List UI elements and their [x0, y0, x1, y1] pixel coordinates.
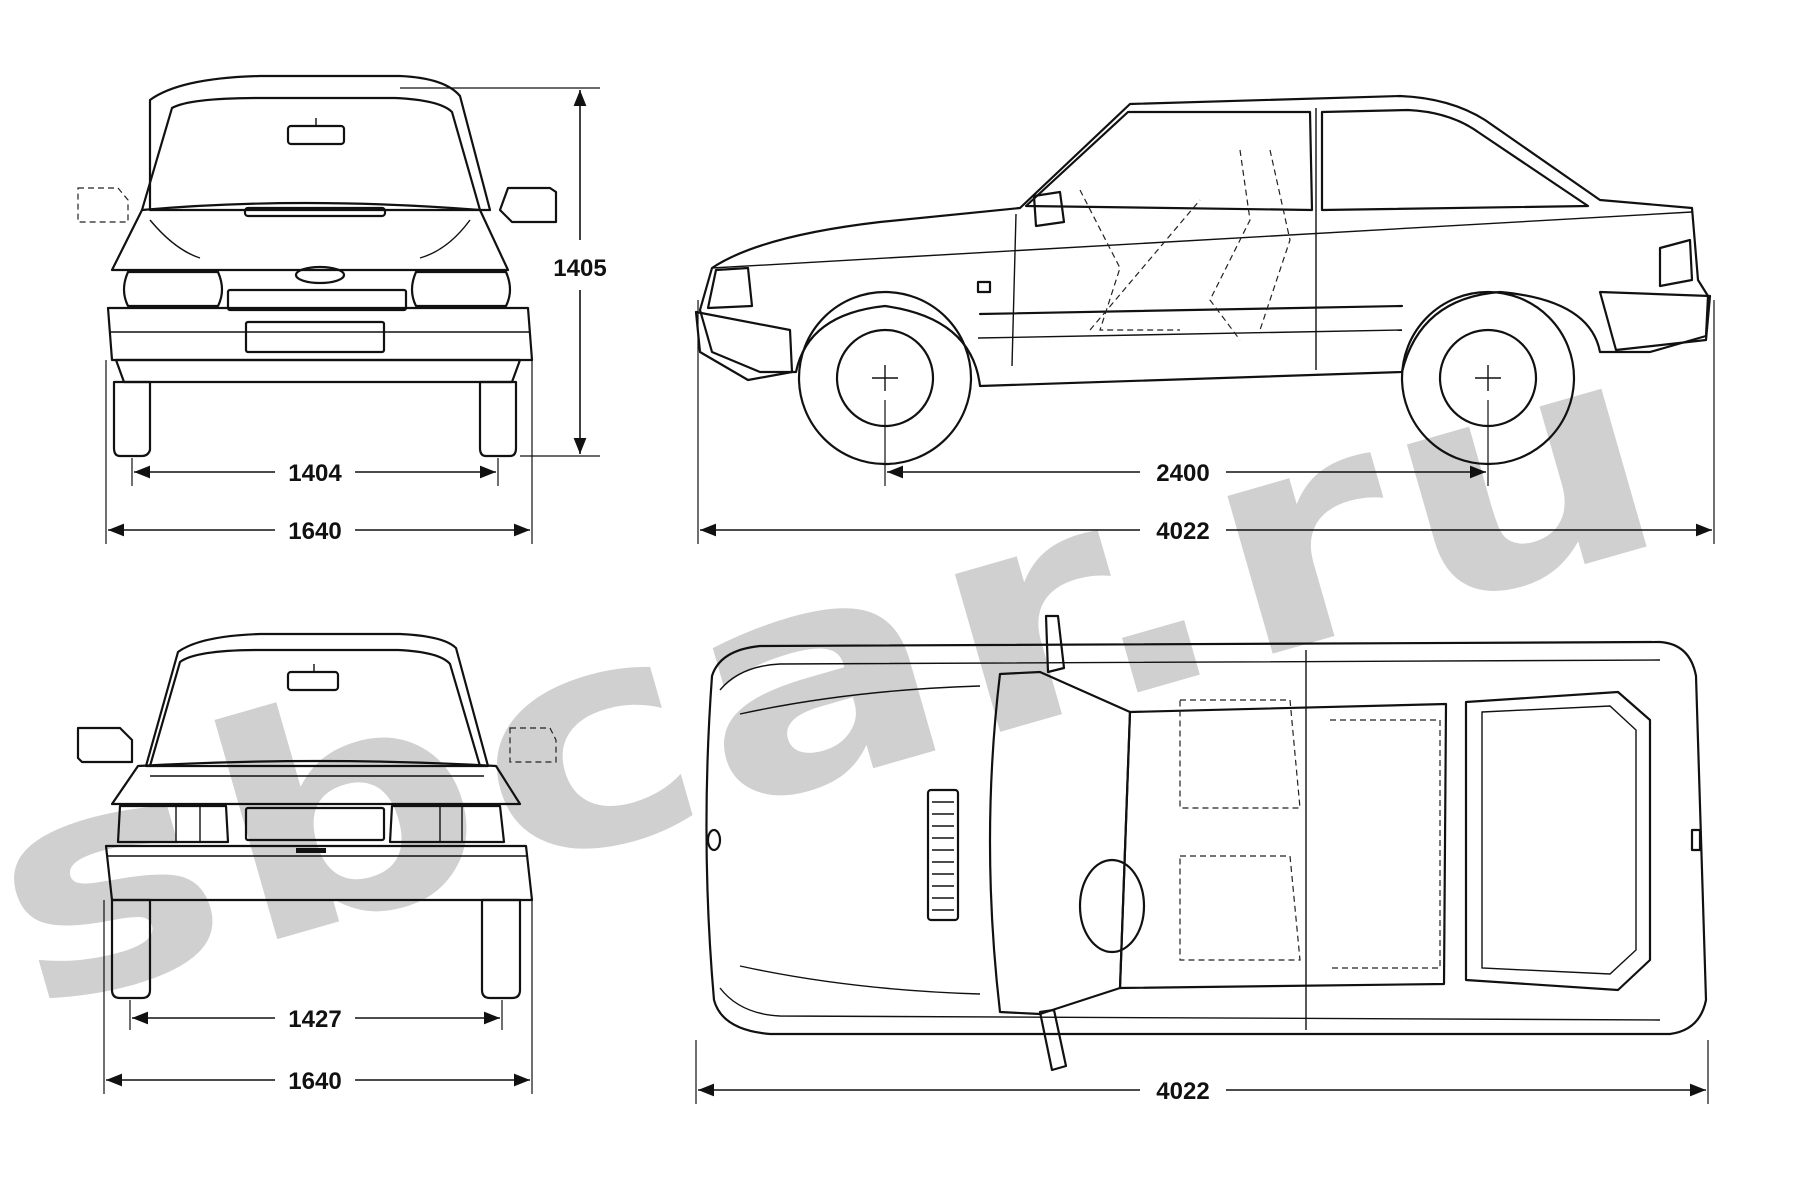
top-length-label: 4022: [1156, 1078, 1209, 1105]
rear-track-label: 1427: [288, 1006, 341, 1033]
front-view: 1404 1640 1405: [77, 74, 607, 545]
side-length-label: 4022: [1156, 518, 1209, 545]
watermark: sbcar.ru: [0, 269, 1703, 1079]
side-view: 2400 4022: [694, 94, 1715, 545]
rear-view: 1427 1640: [76, 632, 557, 1095]
front-height-label: 1405: [553, 255, 606, 282]
front-track-label: 1404: [288, 460, 342, 487]
side-wheelbase-label: 2400: [1156, 460, 1209, 487]
rear-width-label: 1640: [288, 1068, 341, 1095]
top-view: 4022: [695, 614, 1709, 1105]
watermark-text: sbcar.ru: [0, 269, 1703, 1079]
front-width-label: 1640: [288, 518, 341, 545]
